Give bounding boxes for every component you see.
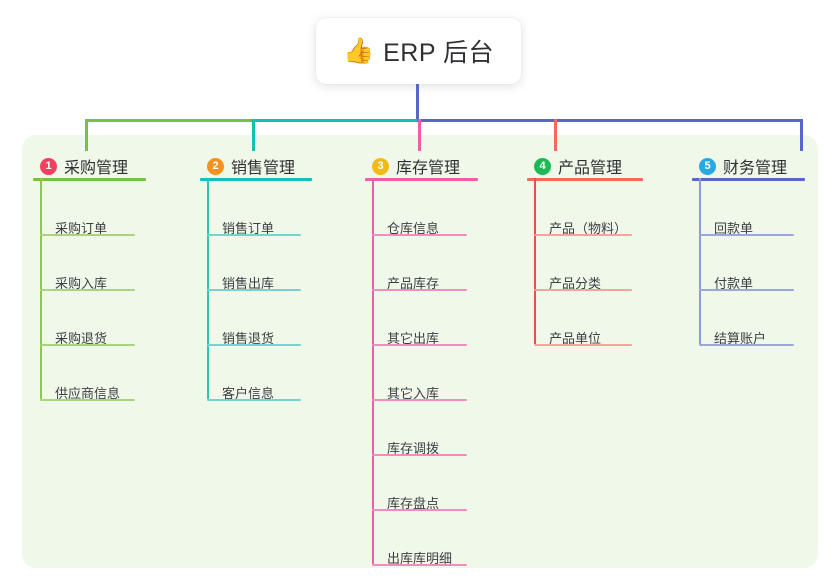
column-title-4: 产品管理 <box>558 160 623 177</box>
leaf-item-underline <box>372 289 467 291</box>
column-underline-1 <box>33 178 146 181</box>
leaf-item-label[interactable]: 销售订单 <box>222 221 275 236</box>
column-title-1: 采购管理 <box>64 160 129 177</box>
column-underline-3 <box>365 178 478 181</box>
leaf-item-underline <box>534 234 632 236</box>
column-underline-4 <box>527 178 643 181</box>
column-spine-1 <box>40 178 42 399</box>
leaf-item-underline <box>40 234 135 236</box>
column-title-2: 销售管理 <box>231 160 296 177</box>
leaf-item-underline <box>699 289 794 291</box>
leaf-item-label[interactable]: 回款单 <box>714 221 754 236</box>
leaf-item-label[interactable]: 产品（物料） <box>549 221 628 236</box>
leaf-item-label[interactable]: 供应商信息 <box>55 386 121 401</box>
column-drop-line-3 <box>418 119 421 151</box>
leaf-item-label[interactable]: 销售退货 <box>222 331 275 346</box>
column-header-5[interactable]: 5 财务管理 <box>699 146 787 186</box>
leaf-item-label[interactable]: 采购入库 <box>55 276 108 291</box>
leaf-item-underline <box>372 234 467 236</box>
leaf-item-underline <box>372 454 467 456</box>
leaf-item-underline <box>372 344 467 346</box>
column-spine-4 <box>534 178 536 344</box>
bus-segment-3 <box>417 119 802 122</box>
column-header-4[interactable]: 4 产品管理 <box>534 146 622 186</box>
leaf-item-label[interactable]: 产品库存 <box>387 276 440 291</box>
column-header-1[interactable]: 1 采购管理 <box>40 146 128 186</box>
leaf-item-underline <box>372 399 467 401</box>
leaf-item-underline <box>699 234 794 236</box>
column-header-2[interactable]: 2 销售管理 <box>207 146 295 186</box>
leaf-item-label[interactable]: 库存调拨 <box>387 441 440 456</box>
root-stem-line <box>416 84 419 122</box>
leaf-item-label[interactable]: 付款单 <box>714 276 754 291</box>
column-badge-4: 4 <box>534 157 551 175</box>
column-badge-5: 5 <box>699 157 716 175</box>
column-spine-5 <box>699 178 701 344</box>
column-underline-2 <box>200 178 312 181</box>
leaf-item-label[interactable]: 采购订单 <box>55 221 108 236</box>
column-badge-2: 2 <box>207 157 224 175</box>
column-badge-3: 3 <box>372 157 389 175</box>
leaf-item-label[interactable]: 客户信息 <box>222 386 275 401</box>
leaf-item-underline <box>207 344 301 346</box>
leaf-item-underline <box>40 289 135 291</box>
leaf-item-label[interactable]: 仓库信息 <box>387 221 440 236</box>
thumbs-up-icon: 👍 <box>342 36 375 65</box>
leaf-item-underline <box>207 289 301 291</box>
leaf-item-label[interactable]: 其它出库 <box>387 331 440 346</box>
leaf-item-underline <box>40 399 135 401</box>
diagram-panel <box>22 135 818 568</box>
column-spine-3 <box>372 178 374 564</box>
column-drop-line-5 <box>800 119 803 151</box>
leaf-item-underline <box>207 234 301 236</box>
leaf-item-label[interactable]: 出库库明细 <box>387 551 453 566</box>
bus-segment-2 <box>251 119 419 122</box>
leaf-item-label[interactable]: 销售出库 <box>222 276 275 291</box>
column-drop-line-1 <box>85 119 88 151</box>
leaf-item-label[interactable]: 其它入库 <box>387 386 440 401</box>
column-spine-2 <box>207 178 209 399</box>
column-title-5: 财务管理 <box>723 160 788 177</box>
root-node[interactable]: 👍 ERP 后台 <box>316 18 521 84</box>
column-drop-line-2 <box>252 119 255 151</box>
root-node-label: ERP 后台 <box>383 39 495 67</box>
leaf-item-label[interactable]: 产品分类 <box>549 276 602 291</box>
leaf-item-underline <box>534 344 632 346</box>
column-header-3[interactable]: 3 库存管理 <box>372 146 460 186</box>
leaf-item-underline <box>40 344 135 346</box>
column-badge-1: 1 <box>40 157 57 175</box>
leaf-item-label[interactable]: 采购退货 <box>55 331 108 346</box>
leaf-item-underline <box>372 564 467 566</box>
leaf-item-label[interactable]: 结算账户 <box>714 331 767 346</box>
leaf-item-label[interactable]: 库存盘点 <box>387 496 440 511</box>
leaf-item-underline <box>699 344 794 346</box>
column-title-3: 库存管理 <box>396 160 461 177</box>
leaf-item-underline <box>207 399 301 401</box>
leaf-item-underline <box>372 509 467 511</box>
bus-segment-1 <box>85 119 253 122</box>
leaf-item-underline <box>534 289 632 291</box>
column-drop-line-4 <box>554 119 557 151</box>
leaf-item-label[interactable]: 产品单位 <box>549 331 602 346</box>
column-underline-5 <box>692 178 805 181</box>
